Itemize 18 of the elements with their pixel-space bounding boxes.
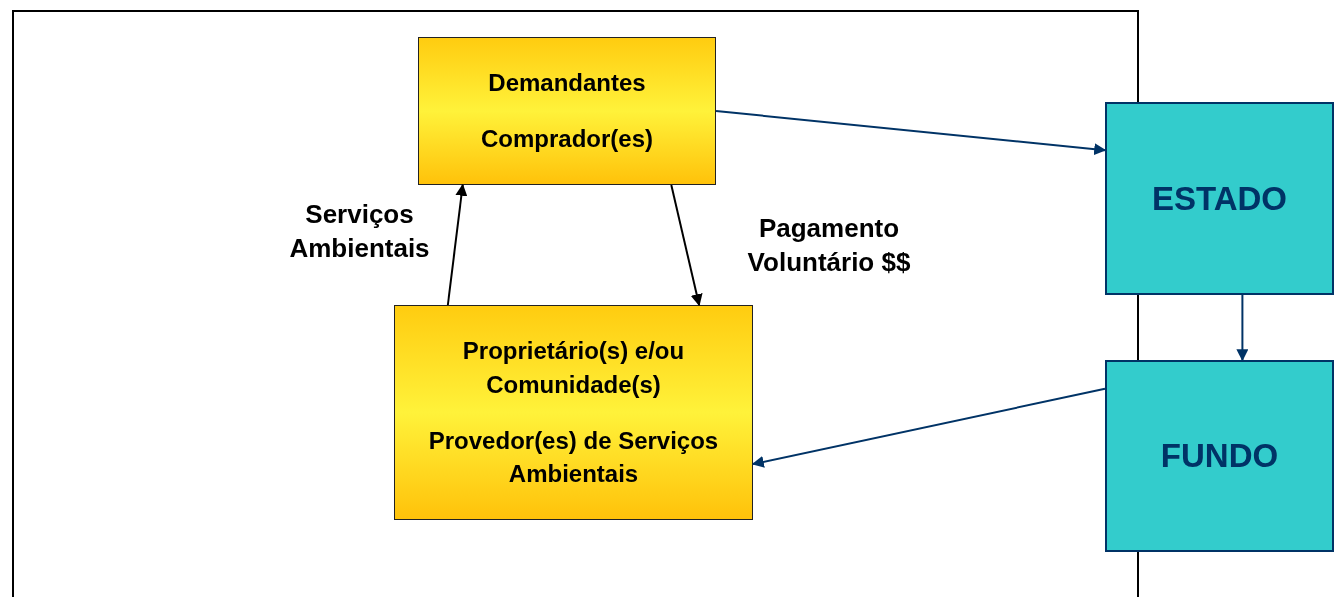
entity-box	[1105, 102, 1334, 295]
arrow	[715, 110, 1107, 156]
box-label: Provedor(es) de Serviços Ambientais	[427, 425, 720, 490]
box-label: Comprador(es)	[481, 124, 653, 154]
actor-box	[418, 37, 716, 185]
arrow	[1236, 294, 1249, 362]
arrow	[670, 184, 703, 307]
entity-box	[1105, 360, 1334, 552]
box-label: FUNDO	[1160, 437, 1279, 475]
arrow	[751, 387, 1106, 468]
box-label: Demandantes	[488, 68, 646, 99]
box-label: Proprietário(s) e/ou Comunidade(s)	[461, 336, 686, 400]
frame-box	[12, 10, 1139, 597]
edge-label: Serviços Ambientais	[288, 198, 431, 265]
arrow	[446, 183, 468, 306]
box-label: ESTADO	[1151, 179, 1288, 218]
edge-label: Pagamento Voluntário $$	[746, 212, 912, 279]
actor-box	[394, 305, 753, 520]
